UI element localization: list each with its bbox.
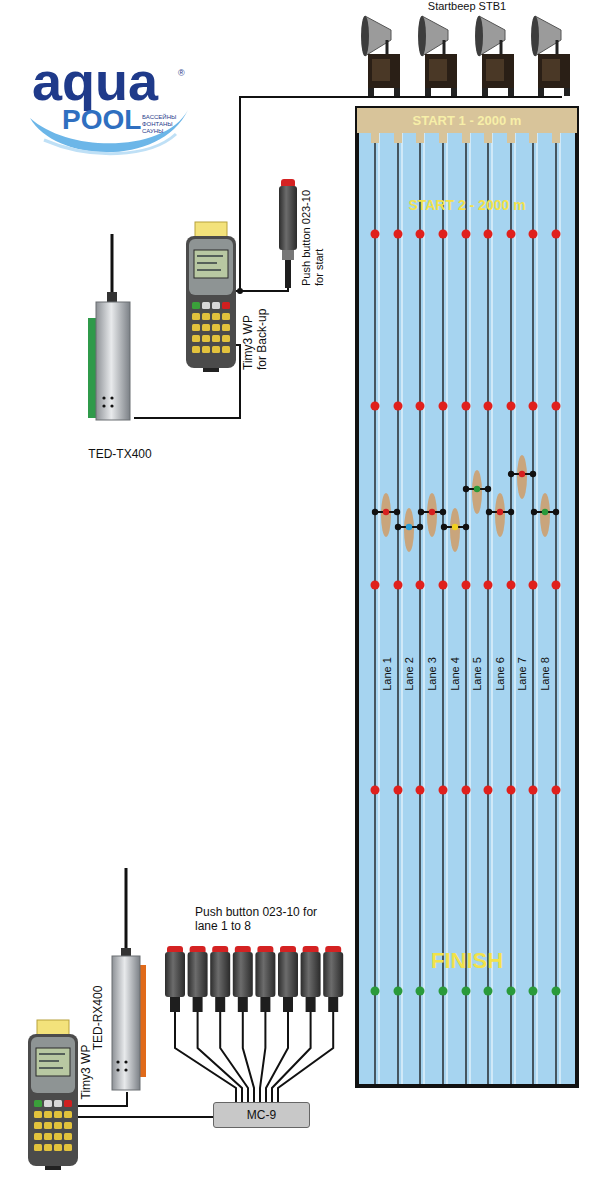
lane-label: Lane 5 (471, 644, 484, 704)
lane-label: Lane 2 (403, 644, 416, 704)
cable (78, 1092, 127, 1106)
pool-water (357, 108, 577, 1086)
cable (236, 97, 358, 291)
lane-label: Lane 6 (493, 644, 506, 704)
device-label: TED-RX400 (92, 978, 106, 1058)
lane-label: Lane 7 (516, 644, 529, 704)
timer-device: Timy3 WP (28, 1018, 78, 1180)
start-band: START 1 - 2000 m (357, 108, 577, 133)
cable (236, 288, 288, 291)
device-label: Push button 023-10 for start (300, 178, 325, 286)
receiver-art (112, 868, 146, 1090)
cable (175, 1012, 333, 1102)
lane-label: Lane 3 (425, 644, 438, 704)
start-line-label: START 2 - 2000 m (357, 197, 577, 213)
connector-box: MC-9 (213, 1102, 310, 1128)
device-label: TED-TX400 (80, 448, 160, 462)
lane-push-buttons (165, 946, 343, 1012)
lane-label: Lane 8 (538, 644, 551, 704)
logo-word: POOL (62, 106, 141, 134)
transmitter-art (88, 234, 130, 420)
finish-label: FINISH (357, 948, 577, 973)
lane-label: Lane 4 (448, 644, 461, 704)
start-line-label: START 1 - 2000 m (357, 108, 577, 133)
distance-buoys (371, 230, 561, 996)
cable (134, 345, 240, 418)
receiver: TED-RX400 (108, 868, 146, 1092)
device-label: Startbeep STB1 (358, 0, 576, 13)
pool: START 2 - 2000 m Lane 1 Lane 2 Lane 3 Lane 4… (357, 108, 577, 1086)
start-push-button (279, 179, 297, 288)
lane-ropes (375, 133, 560, 1084)
logo-tagline: БАССЕЙНЫ ФОНТАНЫ САУНЫ (142, 114, 184, 135)
push-button-group: Push button 023-10 for lane 1 to 8 (163, 946, 345, 1012)
device-label: Timy3 WP for Back-up (242, 300, 270, 370)
startbeep-group: Startbeep STB1 (358, 0, 576, 98)
timer-device-art (28, 222, 236, 1170)
logo-word: aqua (32, 54, 158, 108)
transmitter: TED-TX400 (84, 232, 134, 424)
device-label: Timy3 WP (80, 1037, 94, 1107)
timer-device: Timy3 WP for Back-up (186, 222, 236, 372)
device-label: MC-9 (214, 1103, 309, 1127)
wire-junction (237, 288, 243, 294)
startbeep-speakers (357, 16, 570, 97)
lane-label: Lane 1 (380, 644, 393, 704)
cable (78, 1116, 213, 1118)
trademark-sign: ® (178, 68, 185, 78)
boats (372, 455, 559, 552)
push-button: Push button 023-10 for start (278, 178, 298, 288)
device-label: Push button 023-10 for lane 1 to 8 (195, 906, 319, 934)
